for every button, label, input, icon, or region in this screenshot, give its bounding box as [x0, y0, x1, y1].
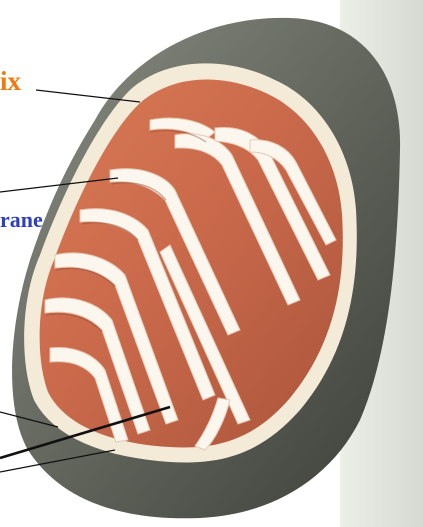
inner-membrane-label: rane [0, 207, 43, 233]
matrix-label: ix [0, 66, 21, 97]
